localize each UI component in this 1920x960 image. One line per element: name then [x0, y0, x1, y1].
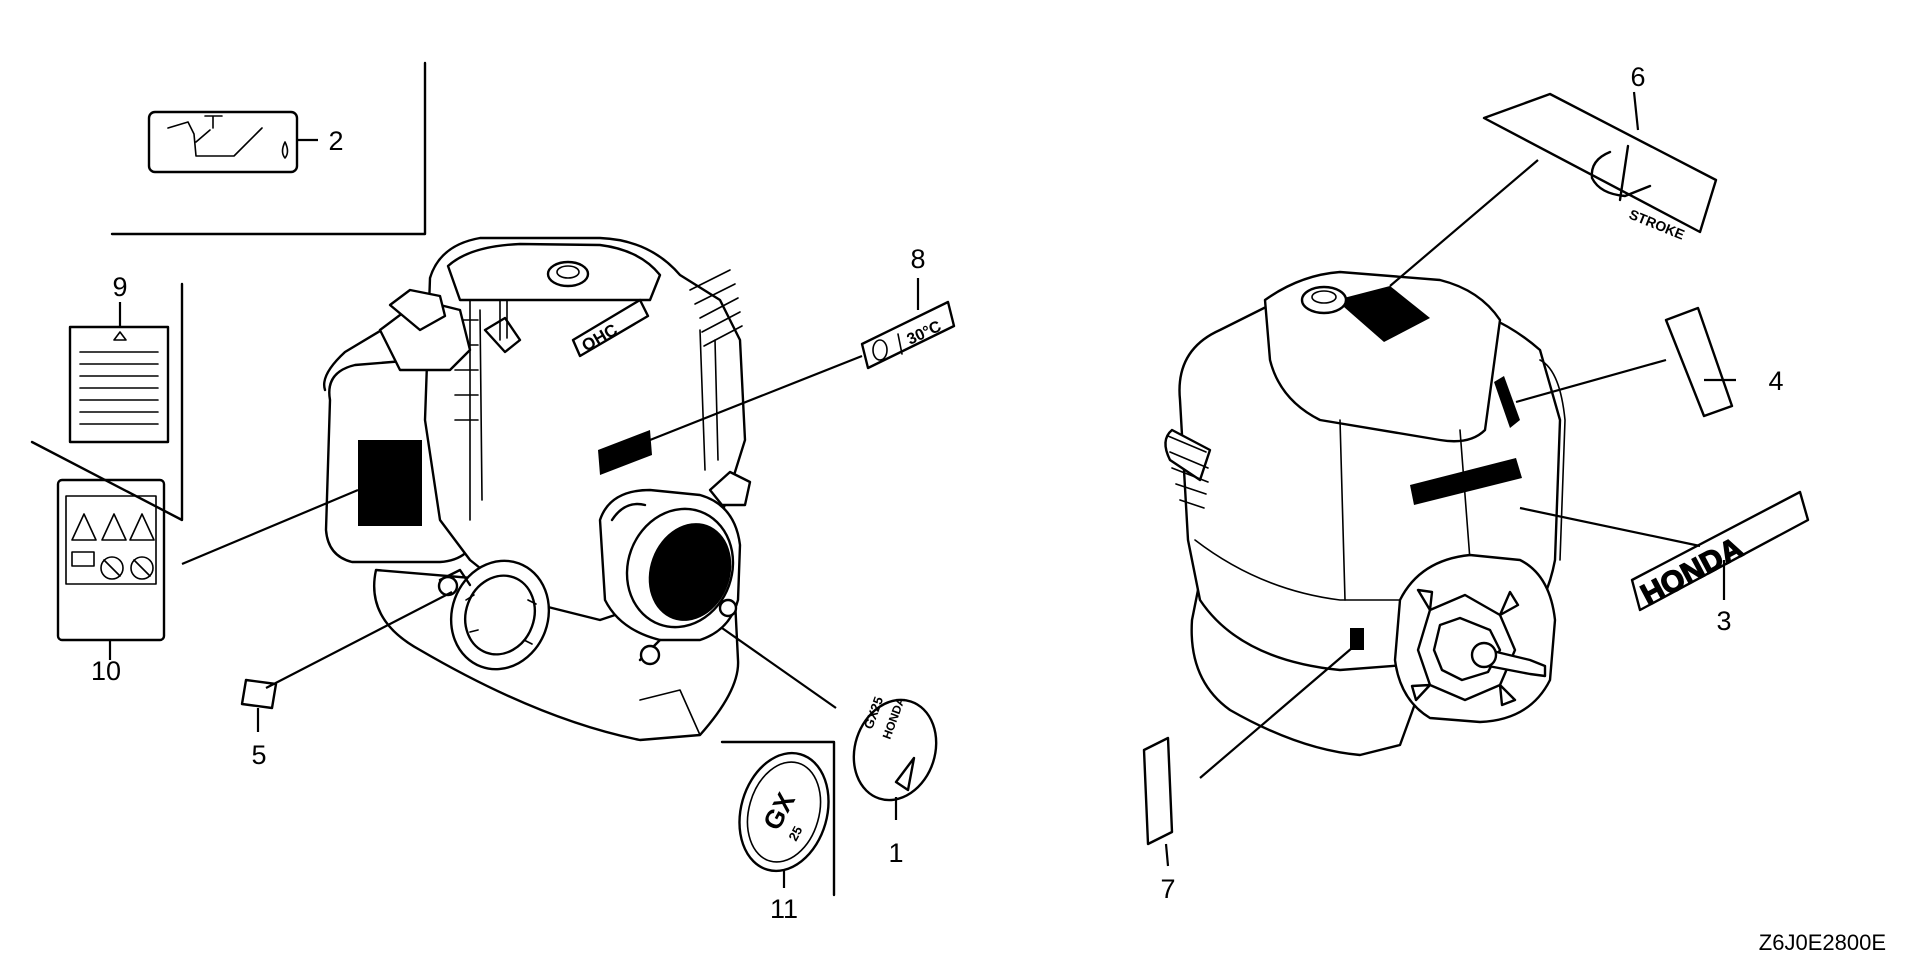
callout-9: 9	[112, 272, 127, 302]
callout-2: 2	[328, 126, 343, 156]
frame-lines	[30, 61, 836, 897]
stroke-text: STROKE	[1627, 206, 1687, 243]
honda-wordmark-decal: HONDA	[1630, 490, 1810, 613]
callout-6: 6	[1630, 62, 1645, 92]
callout-10: 10	[91, 656, 121, 686]
side-strip-decal	[1664, 306, 1734, 418]
engine-left-view: OHC	[323, 236, 752, 742]
warning-symbols-label	[56, 478, 166, 642]
engine-right-view	[1164, 270, 1566, 757]
callout-8: 8	[910, 244, 925, 274]
callout-4: 4	[1768, 366, 1783, 396]
caution-text-label	[68, 325, 170, 444]
emblem-model-text: GX25	[861, 695, 886, 731]
gx-badge-emblem: GX 25	[738, 751, 830, 873]
leader-lines	[108, 91, 1736, 888]
four-stroke-decal: STROKE	[1482, 92, 1718, 243]
temp-mark-text: 30°C	[905, 318, 945, 349]
oil-temperature-label: 30°C	[860, 300, 956, 370]
callout-1: 1	[888, 838, 903, 868]
callout-numbers: 2 9 10 5 8 1 11 6 4 3 7	[91, 62, 1784, 924]
honda-stroke-emblem: GX25 HONDA	[852, 695, 938, 802]
callout-7: 7	[1160, 874, 1175, 904]
gx-size-text: 25	[785, 824, 805, 844]
oil-level-label	[147, 110, 299, 174]
diagram-code: Z6J0E2800E	[1759, 930, 1886, 955]
callout-11: 11	[770, 894, 798, 924]
callout-3: 3	[1716, 606, 1731, 636]
small-caution-tag	[240, 678, 278, 710]
callout-5: 5	[251, 740, 266, 770]
small-rect-tag	[1142, 736, 1174, 846]
